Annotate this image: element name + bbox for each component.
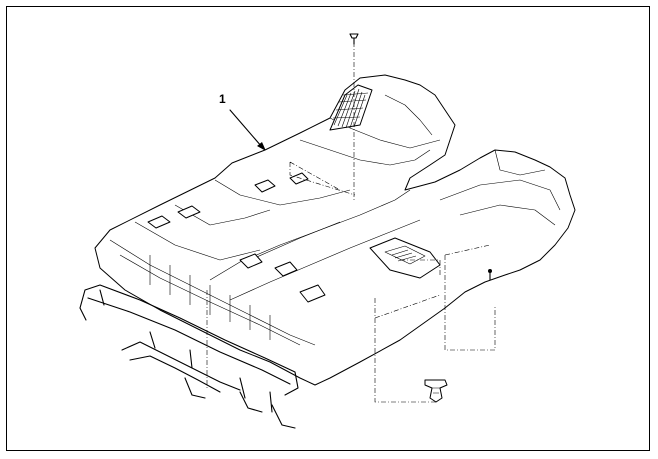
rear-pads xyxy=(149,255,271,340)
carpet-outline xyxy=(94,74,576,386)
reference-lines xyxy=(206,42,496,403)
diagram-frame xyxy=(6,6,650,451)
rear-duct-frame xyxy=(79,284,299,429)
screw-icon xyxy=(488,269,492,281)
push-clip-icon xyxy=(349,33,359,45)
part-callout-1: 1 xyxy=(219,92,226,106)
heel-pad xyxy=(329,84,373,131)
callout-leader-arrow xyxy=(229,109,266,151)
fastener-clip-icon xyxy=(424,379,448,403)
seat-mount-bosses xyxy=(147,172,326,303)
